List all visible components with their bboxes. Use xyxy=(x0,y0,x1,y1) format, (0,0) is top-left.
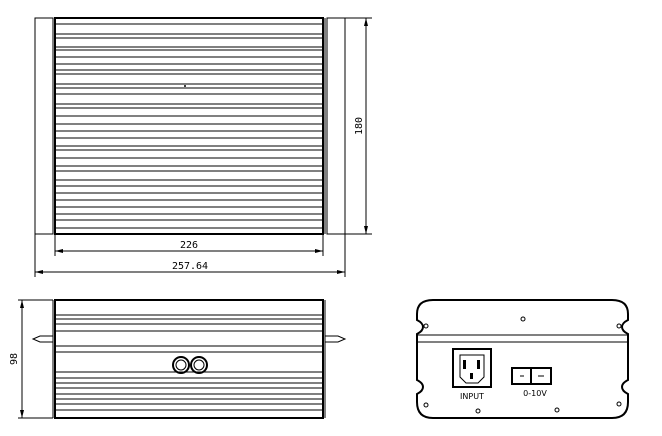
inner-width-value: 226 xyxy=(180,240,198,251)
power-inlet-icon xyxy=(452,348,492,388)
left-mount-tab xyxy=(31,335,53,343)
cable-glands xyxy=(172,356,208,374)
end-view: INPUT 0-10V xyxy=(416,299,629,419)
top-view: 180 226 257.64 xyxy=(34,17,372,277)
left-flange xyxy=(34,17,54,235)
right-flange xyxy=(326,17,346,235)
top-view-body xyxy=(54,17,324,235)
right-mount-tab xyxy=(325,335,347,343)
overall-width-dimension: 257.64 xyxy=(34,234,346,277)
screw-hole xyxy=(423,323,429,329)
control-terminal-icon xyxy=(511,367,552,385)
screw-hole xyxy=(520,316,526,322)
side-view-body xyxy=(54,299,324,419)
input-label: INPUT xyxy=(460,392,484,401)
inner-width-dimension: 226 xyxy=(54,234,324,256)
overall-width-value: 257.64 xyxy=(172,261,208,272)
control-label: 0-10V xyxy=(523,389,547,398)
screw-hole xyxy=(616,401,622,407)
screw-hole xyxy=(554,407,560,413)
side-view: 98 xyxy=(9,299,347,419)
height-dimension: 98 xyxy=(9,299,53,419)
end-plate xyxy=(416,299,629,419)
side-view-fins xyxy=(55,314,323,411)
depth-dimension: 180 xyxy=(345,17,372,235)
height-value: 98 xyxy=(9,353,20,365)
depth-value: 180 xyxy=(354,117,365,135)
screw-hole xyxy=(423,402,429,408)
screw-hole xyxy=(475,408,481,414)
screw-hole xyxy=(616,323,622,329)
top-view-fins xyxy=(55,23,323,229)
